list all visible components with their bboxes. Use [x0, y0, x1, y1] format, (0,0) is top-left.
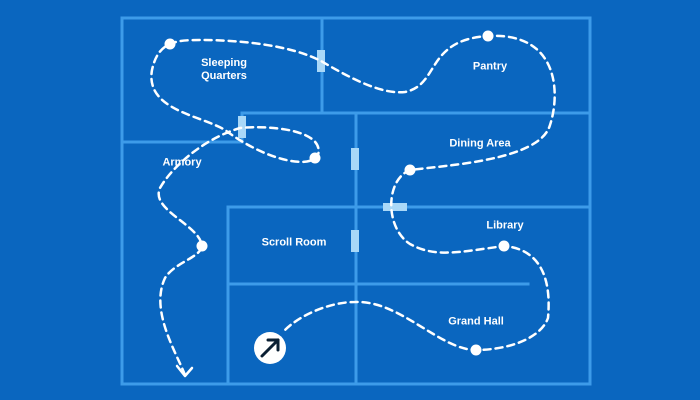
start-marker	[254, 332, 286, 364]
room-label-dining-area: Dining Area	[449, 137, 511, 150]
waypoint-dot-icon	[309, 152, 321, 164]
room-label-library: Library	[486, 219, 524, 232]
door-icon	[383, 203, 407, 211]
waypoints	[164, 30, 510, 356]
waypoint-dot-icon	[196, 240, 208, 252]
room-label-armory: Armory	[162, 156, 202, 169]
room-label-sleeping-quarters: Sleeping Quarters	[201, 57, 247, 82]
door-icon	[351, 148, 359, 170]
route-path	[150, 34, 556, 377]
room-label-grand-hall: Grand Hall	[448, 315, 504, 328]
waypoint-dot-icon	[470, 344, 482, 356]
waypoint-dot-icon	[498, 240, 510, 252]
waypoint-dot-icon	[482, 30, 494, 42]
northeast-arrow-icon	[260, 338, 280, 358]
waypoint-dot-icon	[164, 38, 176, 50]
waypoint-dot-icon	[404, 164, 416, 176]
room-label-pantry: Pantry	[472, 60, 508, 73]
arrowhead-icon	[175, 364, 194, 378]
door-icon	[351, 230, 359, 252]
room-label-scroll-room: Scroll Room	[261, 236, 327, 249]
walls	[120, 16, 592, 386]
